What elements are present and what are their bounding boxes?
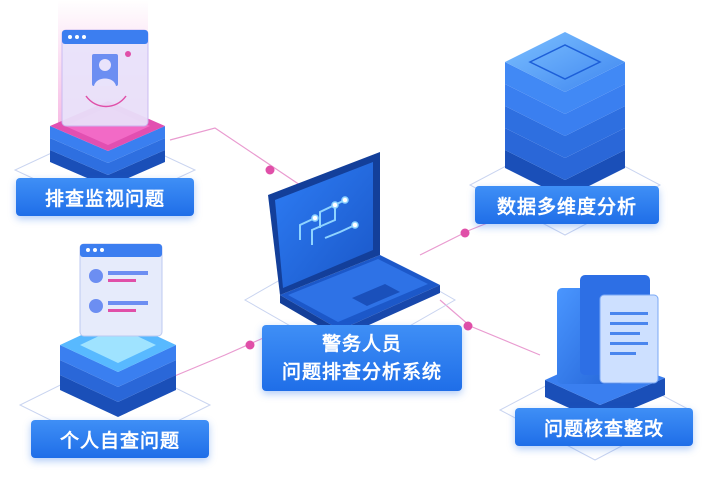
- node-label-top-left: 排查监视问题: [16, 178, 194, 216]
- connector-dots: [245, 165, 473, 350]
- center-label-line2: 问题排查分析系统: [281, 361, 442, 383]
- center-system-label: 警务人员 问题排查分析系统: [262, 325, 462, 391]
- self-check-server-illustration: [60, 243, 176, 417]
- documents-illustration: [545, 275, 665, 422]
- database-server-illustration: [505, 32, 625, 198]
- node-label-bottom-left: 个人自查问题: [31, 420, 209, 458]
- center-label-line1: 警务人员: [321, 333, 402, 355]
- laptop-illustration: [268, 152, 440, 338]
- node-label-bottom-right: 问题核查整改: [515, 408, 693, 446]
- connector-bottom-left: [164, 334, 271, 381]
- connector-top-left: [169, 127, 301, 186]
- monitor-server-illustration: [50, 0, 165, 187]
- node-label-top-right: 数据多维度分析: [475, 186, 659, 224]
